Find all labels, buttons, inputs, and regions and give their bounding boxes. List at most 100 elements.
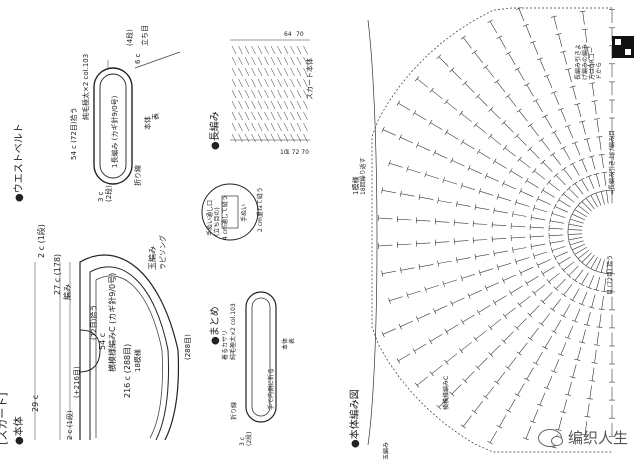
- fan-stitch: [604, 278, 606, 291]
- fan-stitch: [511, 226, 525, 227]
- fan-stitch: [527, 368, 534, 380]
- fan-stitch: [476, 254, 490, 256]
- fan-stitch-cap: [562, 268, 566, 273]
- fan-stitch-cap: [533, 99, 538, 102]
- fan-stitch-cap: [576, 203, 580, 208]
- fan-stitch-cap: [596, 327, 602, 328]
- fan-stitch-cap: [599, 154, 605, 155]
- fan-stitch: [556, 279, 566, 289]
- fan-stitch: [447, 132, 459, 139]
- fan-stitch: [476, 207, 490, 209]
- fan-stitch: [504, 123, 514, 133]
- fan-stitch: [446, 354, 457, 363]
- fan-stitch: [511, 286, 523, 293]
- fan-stitch-cap: [573, 182, 578, 186]
- fan-stitch: [543, 292, 553, 302]
- fan-stitch: [379, 218, 393, 219]
- fan-stitch: [554, 17, 558, 30]
- fan-stitch: [382, 271, 396, 274]
- fan-stitch: [543, 162, 553, 172]
- fan-stitch: [463, 315, 475, 322]
- fan-stitch: [420, 197, 434, 200]
- skirt-title: [スカート]: [0, 392, 9, 445]
- f-flip: 着るカサリ: [221, 330, 229, 360]
- stitch-mark: [278, 46, 282, 54]
- fan-stitch: [583, 12, 585, 25]
- watermark-text: 编织人生: [568, 427, 628, 448]
- fan-stitch: [416, 243, 430, 244]
- f-hand2: (立ち目の): [213, 207, 221, 236]
- fan-stitch: [518, 69, 525, 81]
- stitch-mark: [252, 57, 256, 65]
- fan-stitch: [572, 244, 585, 250]
- fan-stitch: [568, 229, 582, 230]
- stitch-mark: [245, 57, 249, 65]
- fan-stitch-cap: [554, 204, 557, 209]
- fan-stitch: [534, 252, 547, 256]
- fan-stitch: [397, 219, 411, 220]
- fan-stitch-cap: [525, 281, 528, 286]
- fan-stitch-cap: [397, 101, 400, 106]
- stitch-mark: [291, 101, 295, 109]
- fan-stitch: [604, 173, 606, 186]
- stitch-mark: [297, 123, 301, 131]
- fan-stitch: [417, 79, 428, 88]
- fan-stitch: [499, 415, 506, 427]
- fan-stitch: [563, 304, 570, 316]
- stitch-mark: [258, 123, 262, 131]
- qr-marker-2: [625, 49, 631, 55]
- fan-stitch: [452, 160, 465, 166]
- stitch-mark: [239, 101, 243, 109]
- stitch-mark: [252, 79, 256, 87]
- fan-stitch: [490, 21, 497, 33]
- fan-stitch: [414, 344, 426, 351]
- stitch-mark: [284, 112, 288, 120]
- fan-stitch: [418, 145, 431, 151]
- fan-stitch: [575, 270, 583, 281]
- label-27c: 27 c (178): [53, 254, 62, 295]
- stitch-mark: [265, 123, 269, 131]
- body-crochet-chart: ●本体編み図 1模様 18回繰り返す 目 (72目) 拾う 横模様編みC 玉編み…: [348, 7, 634, 460]
- fan-stitch: [401, 194, 415, 197]
- fan-stitch: [538, 260, 551, 266]
- fan-stitch: [426, 285, 439, 289]
- stitch-mark: [291, 79, 295, 87]
- fan-stitch: [545, 116, 552, 128]
- stitch-mark: [271, 46, 275, 54]
- fan-stitch: [461, 342, 472, 351]
- fan-stitch: [520, 296, 531, 305]
- stitch-mark: [239, 90, 243, 98]
- fan-stitch: [536, 101, 543, 113]
- stitch-mark: [258, 79, 262, 87]
- fan-stitch-cap: [537, 263, 540, 268]
- stitch-mark: [252, 90, 256, 98]
- wechat-icon: [538, 429, 562, 447]
- fan-stitch: [465, 83, 475, 93]
- fan-stitch: [568, 69, 572, 82]
- fan-stitch: [590, 386, 592, 399]
- fan-stitch: [597, 332, 599, 345]
- fan-stitch: [568, 382, 572, 395]
- fan-stitch-cap: [416, 142, 419, 147]
- fan-stitch-cap: [528, 337, 533, 341]
- fan-stitch: [559, 200, 571, 207]
- stitch-mark: [232, 90, 236, 98]
- fan-stitch: [569, 188, 579, 198]
- fan-stitch: [452, 70, 462, 80]
- fan-stitch-cap: [561, 293, 566, 297]
- fan-stitch: [476, 331, 487, 340]
- fan-stitch: [582, 273, 589, 285]
- fan-stitch: [490, 136, 501, 145]
- stitch-mark: [239, 123, 243, 131]
- fan-stitch: [564, 169, 572, 180]
- fan-stitch: [511, 171, 523, 178]
- fan-stitch: [398, 354, 410, 361]
- fan-stitch-cap: [582, 29, 588, 30]
- fan-stitch-cap: [524, 83, 529, 86]
- f-yarn: 純毛極太×2 col.103: [229, 303, 237, 360]
- fan-stitch-cap: [415, 77, 419, 82]
- fan-stitch: [573, 87, 577, 100]
- long-stitch-chart: ●長編み 64 70 1 72 70 10 スカート本体: [208, 31, 314, 156]
- fan-stitch-cap: [533, 362, 538, 365]
- fan-stitch: [555, 207, 568, 213]
